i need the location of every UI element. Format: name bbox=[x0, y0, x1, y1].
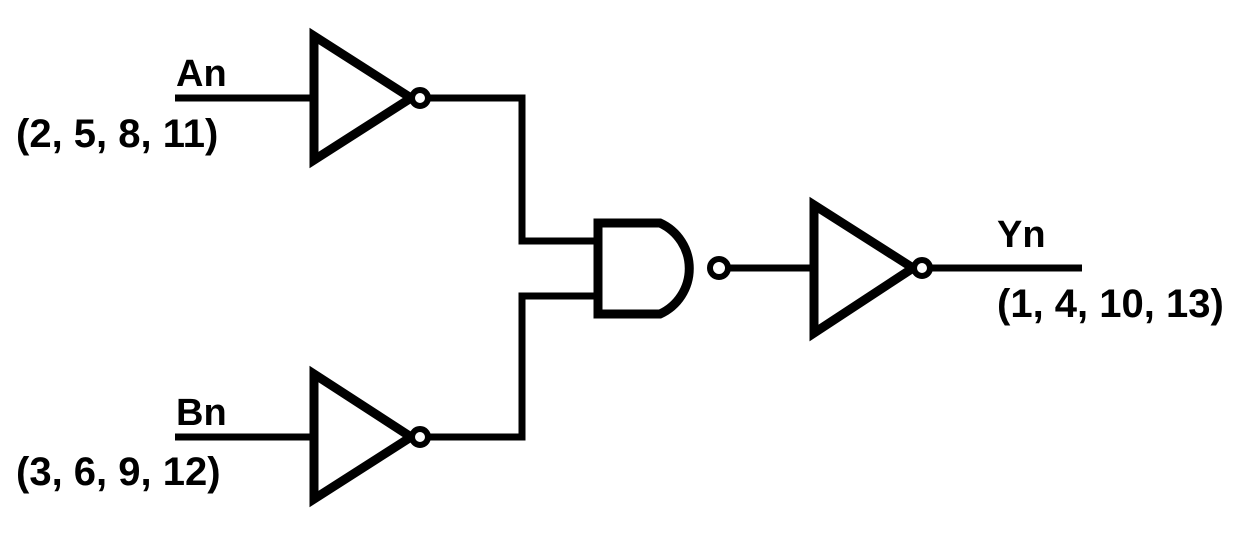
inverter-output-bubble bbox=[911, 257, 933, 279]
nand-gate-bubble bbox=[707, 256, 731, 280]
input-port-label-an: An bbox=[176, 53, 227, 95]
inverter-output bbox=[809, 196, 933, 342]
input-pin-list-an: (2, 5, 8, 11) bbox=[16, 112, 219, 156]
input-port-label-bn: Bn bbox=[176, 392, 227, 434]
inverter-bottom bbox=[309, 365, 431, 508]
output-port-label-yn: Yn bbox=[997, 214, 1046, 256]
inverter-top-bubble bbox=[409, 87, 431, 109]
input-pin-list-bn: (3, 6, 9, 12) bbox=[16, 450, 221, 494]
inverter-top bbox=[309, 27, 431, 169]
nand-gate bbox=[593, 218, 731, 319]
wire-inv-a-to-nand bbox=[428, 94, 598, 245]
wire-inv-b-to-nand bbox=[428, 292, 598, 441]
inverter-bottom-bubble bbox=[409, 426, 431, 448]
output-pin-list-yn: (1, 4, 10, 13) bbox=[997, 282, 1224, 326]
